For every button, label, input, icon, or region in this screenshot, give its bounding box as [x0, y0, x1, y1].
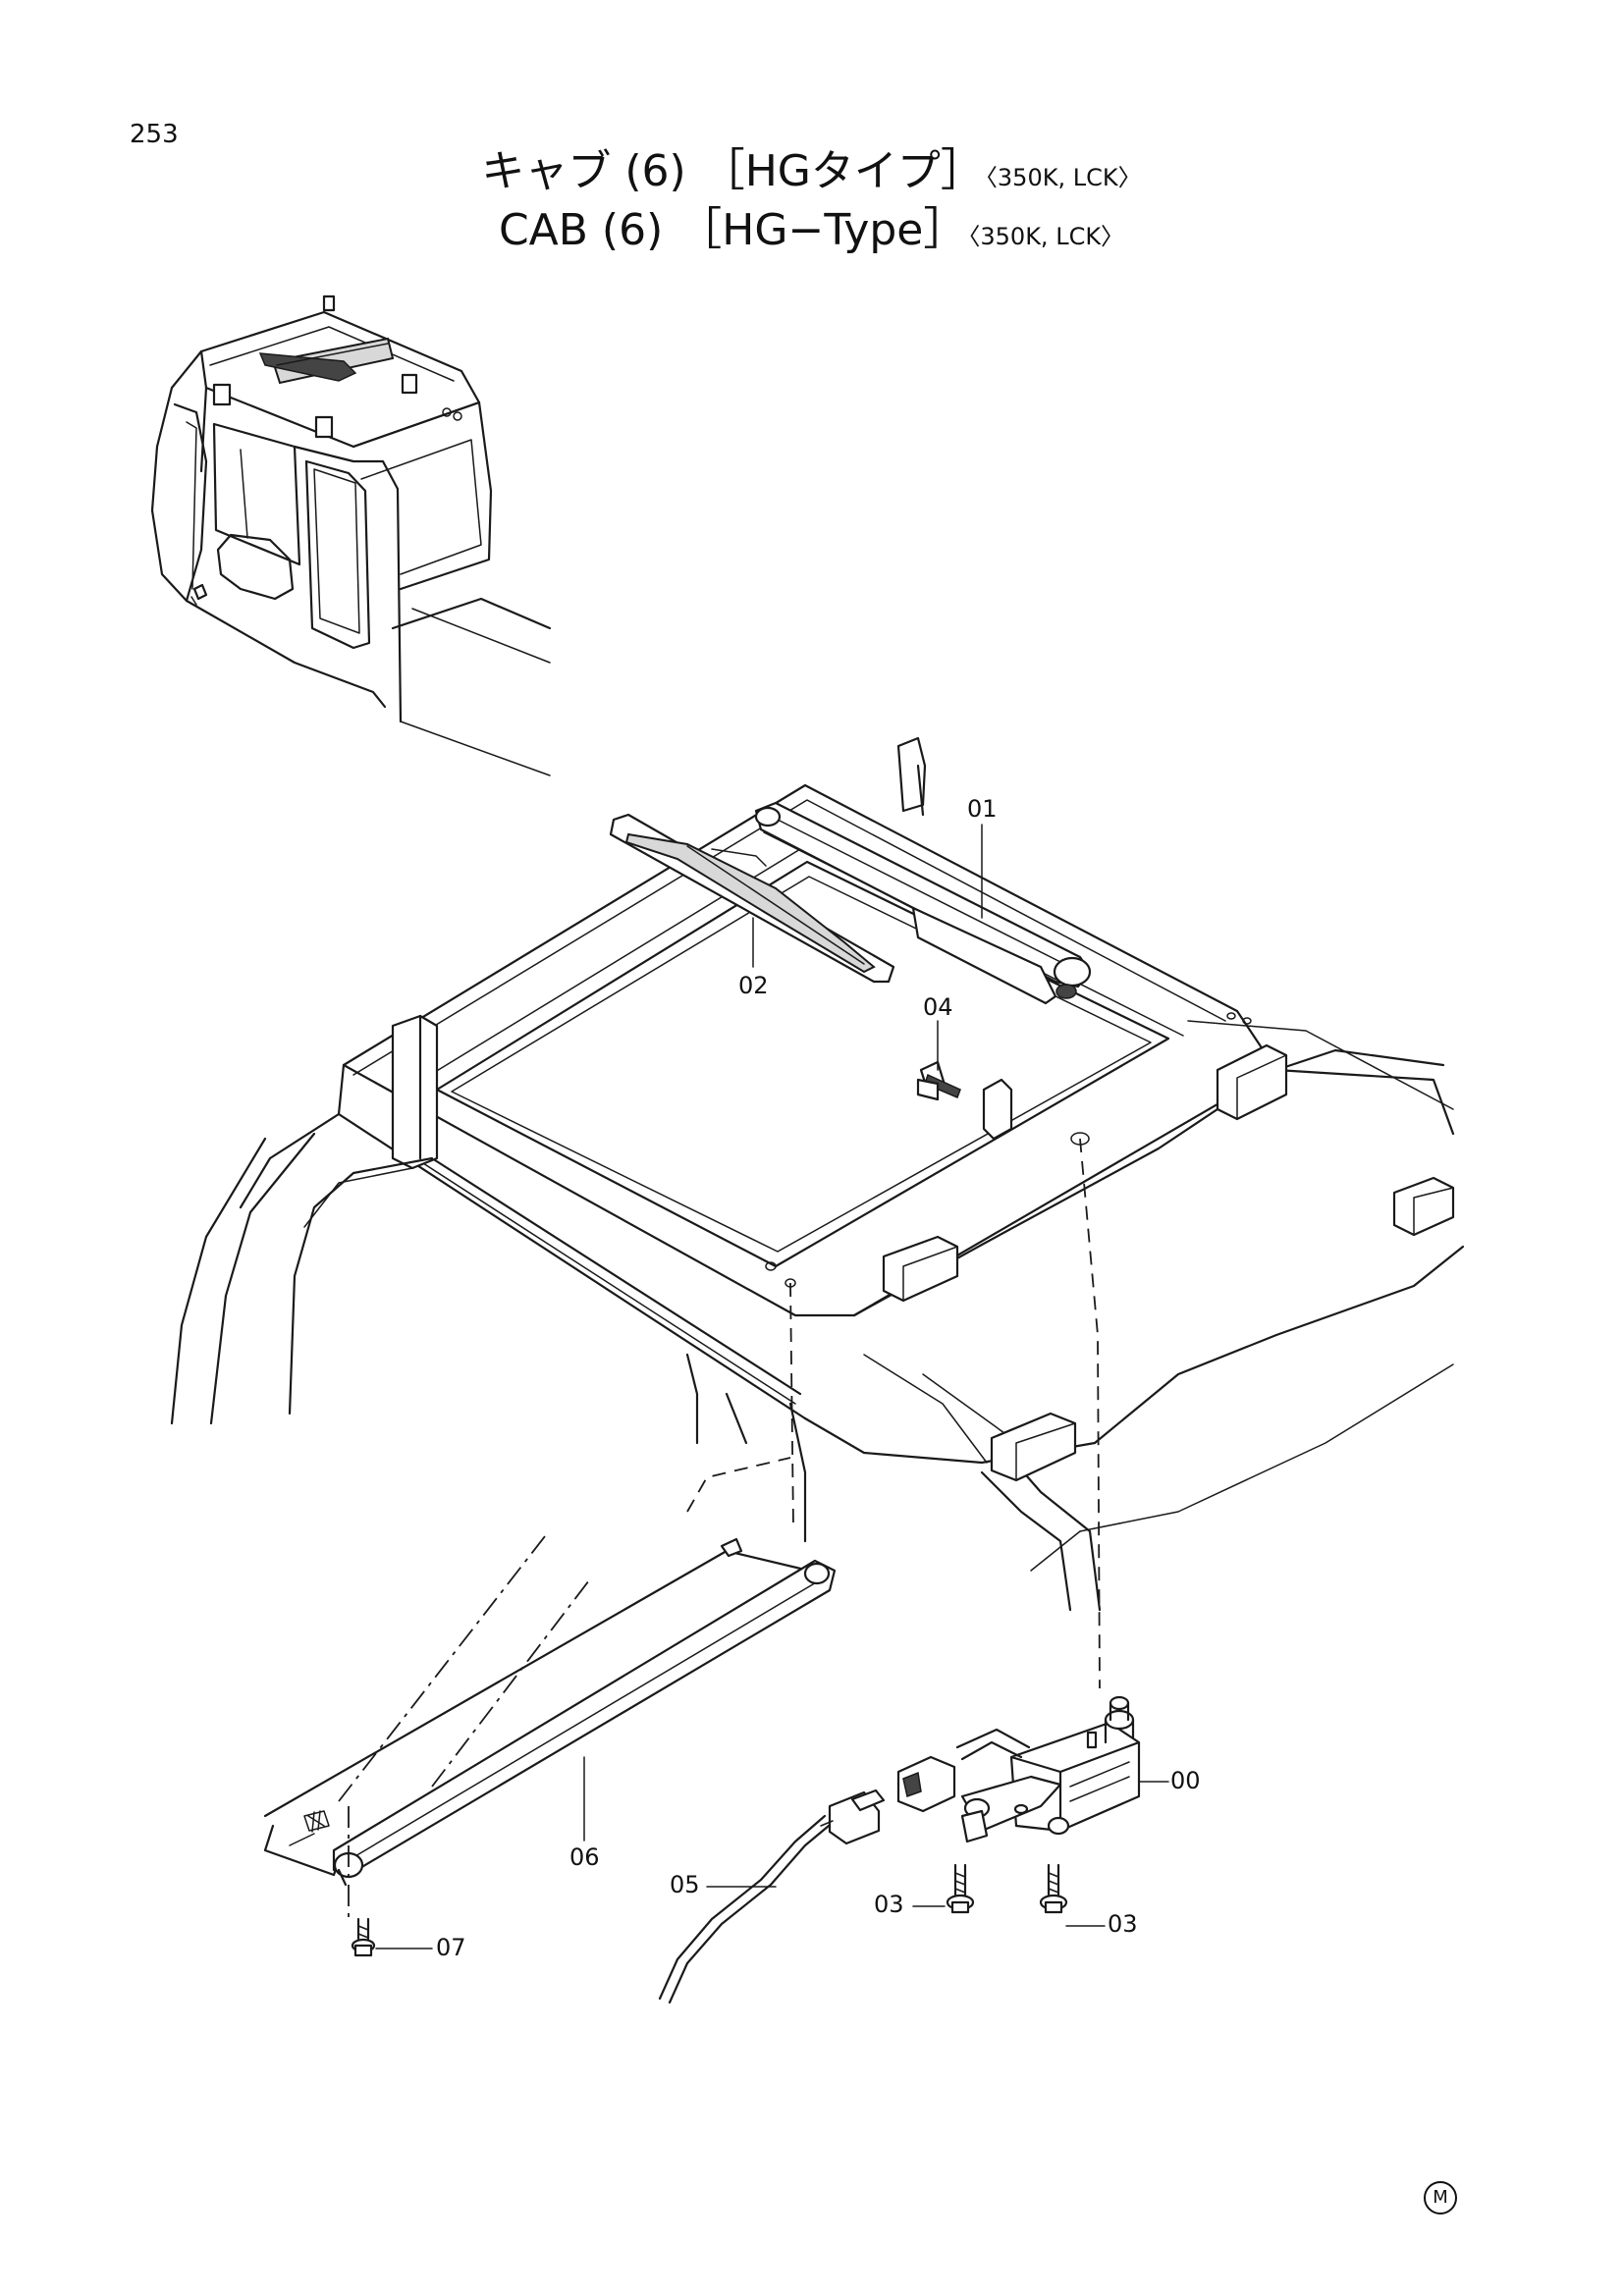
title-jp-bracket-close: ］: [940, 143, 986, 196]
callout-05: 05: [670, 1871, 700, 1898]
title-en-variant: 〈350K, LCK〉: [968, 223, 1125, 250]
part-04-washer-nozzle: [916, 1060, 961, 1101]
title-japanese: キャブ (6) ［HGタイプ］〈350K, LCK〉: [0, 147, 1623, 193]
title-en-bracket-open: ［: [676, 202, 723, 255]
callout-01: 01: [967, 795, 998, 823]
part-03-bolt-left: [946, 1863, 975, 1914]
assembly-lines: [338, 1138, 1101, 1919]
title-english: CAB (6) ［HG−Type］〈350K, LCK〉: [0, 206, 1623, 252]
part-06-roof-shade: [263, 1537, 837, 1887]
callout-00: 00: [1170, 1767, 1201, 1794]
title-jp-variant: 〈350K, LCK〉: [985, 164, 1142, 191]
part-01-wiper-arm: [754, 801, 1092, 1005]
leader-lines: [375, 824, 1169, 1949]
title-en-bracket-close: ］: [923, 202, 969, 255]
callout-04: 04: [923, 993, 953, 1021]
part-00-wiper-motor: [896, 1695, 1141, 1843]
cab-overview-inset: [150, 294, 552, 776]
part-05-harness: [658, 1789, 886, 2004]
part-02-wiper-blade: [609, 813, 895, 984]
callout-02: 02: [738, 972, 769, 999]
corner-mark-circled-m: M: [1424, 2181, 1457, 2215]
page-number: 253: [130, 120, 179, 149]
title-en-type: HG−Type: [722, 205, 924, 255]
cab-roof-structure: [170, 736, 1465, 1612]
title-jp-bracket-open: ［: [699, 143, 745, 196]
callout-07: 07: [436, 1934, 466, 1961]
part-03-bolt-right: [1039, 1863, 1068, 1914]
title-jp-main: キャブ (6): [481, 146, 686, 196]
callout-03-left: 03: [874, 1891, 904, 1918]
title-jp-type: HGタイプ: [744, 146, 941, 196]
title-en-main: CAB (6): [498, 205, 664, 255]
callout-06: 06: [569, 1843, 600, 1871]
part-07-screw: [351, 1917, 376, 1957]
callout-03-right: 03: [1108, 1910, 1138, 1938]
